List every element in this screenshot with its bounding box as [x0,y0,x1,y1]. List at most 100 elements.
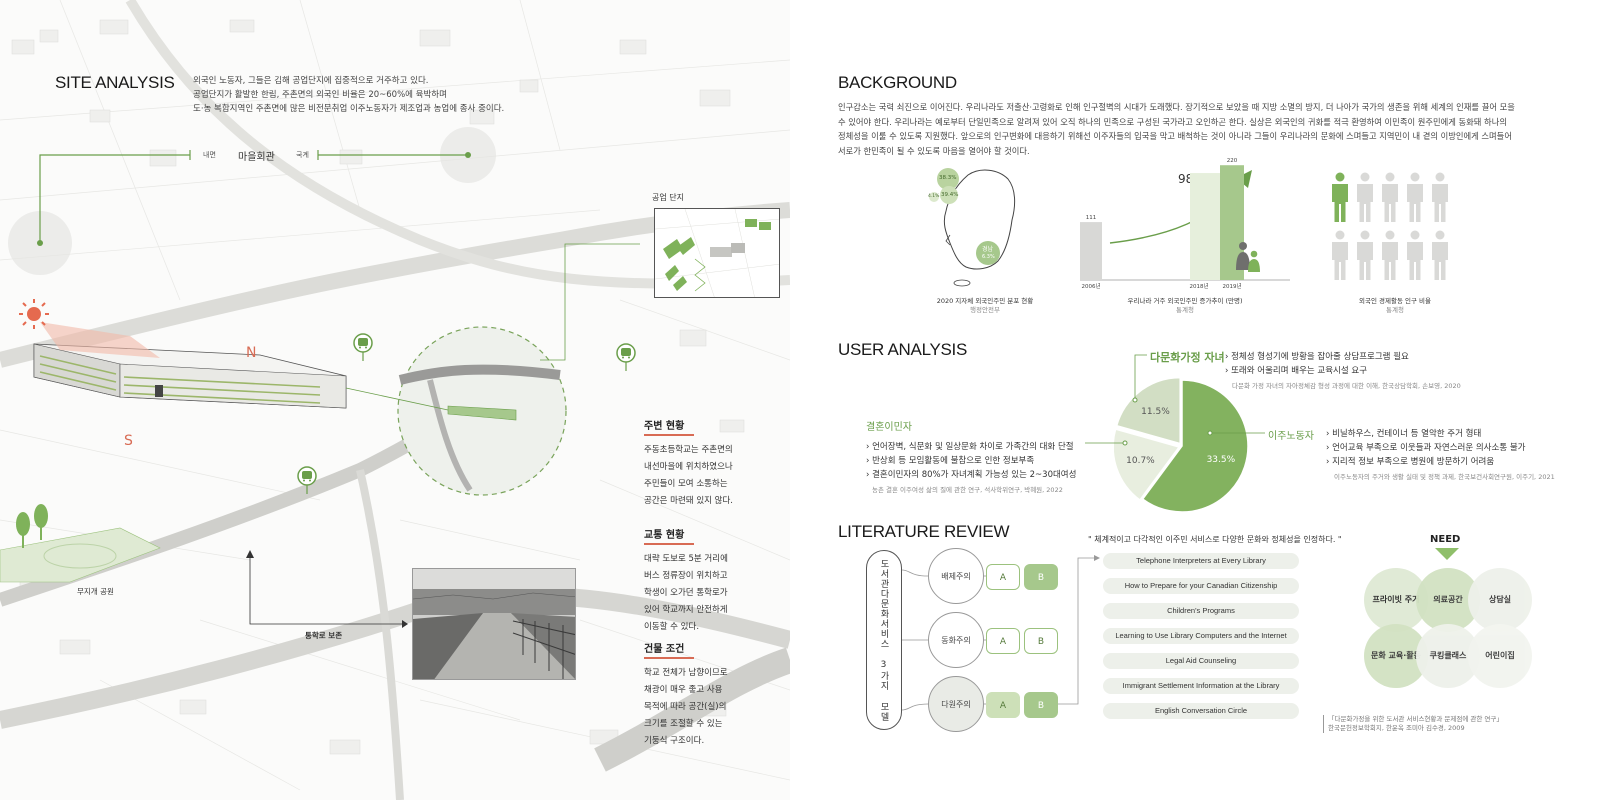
note-title: 주변 현황 [644,417,744,436]
model-b-box: B [1024,564,1058,590]
school-route-photo [412,568,576,680]
school-route-label: 통학로 보존 [305,631,343,640]
marriage-source: 농촌 결혼 이주여성 삶의 질에 관한 연구, 석사학위연구, 박혜원, 202… [872,486,1063,494]
pie-slice [1114,428,1181,502]
citation-line: 한국문헌정보학회지, 한윤옥 조미아 김수경, 2009 [1328,724,1465,732]
korea-map-chart: 38.3% 39.4% 4.1% 경남 6.3% [920,165,1050,290]
need-title: NEED [1430,534,1461,545]
point-text: 결혼이민자의 80%가 자녀계획 가능성 있는 2~30대여성 [872,470,1077,480]
children-source: 다문화 가정 자녀의 자아정체감 형성 과정에 대한 이해, 한국상담학회, 손… [1232,382,1461,390]
north-label: N [246,345,257,361]
note-line: 대략 도보로 5분 거리에 [644,554,728,564]
service-pill: Learning to Use Library Computers and th… [1103,628,1299,644]
growth-tick-label: 2019년 [1222,282,1241,290]
paragraph-line: 수 있어야 한다. 우리나라는 예로부터 단일민족으로 알려져 있어 오직 하나… [838,116,1507,127]
literature-title: LITERATURE REVIEW [838,522,1010,541]
worker-source: 이주노동자의 주거와 생활 실태 및 정책 과제, 한국보건사회연구원, 이주기… [1334,473,1555,481]
point-item: › 지리적 정보 부족으로 병원에 방문하기 어려움 [1326,457,1495,467]
model-b-box: B [1024,692,1058,718]
person-icon [1355,230,1375,286]
marriage-label: 결혼이민자 [866,422,912,433]
point-item: › 반상회 등 모임활동에 불참으로 인한 정보부족 [866,456,1035,466]
service-pill: How to Prepare for your Canadian Citizen… [1103,578,1299,594]
model-a-box: A [986,564,1020,590]
need-circle: 어린이집 [1468,624,1532,688]
paragraph-line: 정체성을 이룰 수 있도록 지원했다. 앞으로의 인구변화에 대응하기 위해선 … [838,131,1512,141]
children-label: 다문화가정 자녀 [1150,351,1225,364]
bus-stop-icon [296,465,318,499]
growth-tick-label: 2006년 [1081,282,1100,290]
service-pill: Legal Aid Counseling [1103,653,1299,669]
note-title: 교통 현황 [644,526,744,545]
user-analysis-title: USER ANALYSIS [838,340,968,359]
people-pictogram [1330,172,1460,282]
point-item: › 언어교육 부족으로 이웃들과 자연스러운 의사소통 불가 [1326,443,1526,453]
background-title: BACKGROUND [838,73,957,92]
literature-quote: " 체계적이고 다각적인 이주민 서비스로 다양한 문화와 정체성을 인정하다.… [1088,535,1342,544]
person-icon [1430,230,1450,286]
note-line: 이동할 수 있다. [644,622,700,632]
model-circle: 동화주의 [928,612,984,668]
person-icon [1405,230,1425,286]
service-pill: Children's Programs [1103,603,1299,619]
person-icon [1355,172,1375,228]
point-item: › 또래와 어울리며 배우는 교육시설 요구 [1225,366,1368,376]
growth-bar [1080,222,1102,280]
note-title: 건물 조건 [644,640,744,659]
traffic-note: 교통 현황 대략 도보로 5분 거리에 버스 정류장이 위치하고 학생이 오가던… [644,526,744,636]
point-item: › 결혼이민자의 80%가 자녀계획 가능성 있는 2~30대여성 [866,470,1077,480]
point-text: 정체성 형성기에 방황을 잡아줄 상담프로그램 필요 [1231,352,1409,362]
point-text: 비닐하우스, 컨테이너 등 열악한 주거 형태 [1332,429,1482,439]
service-pill: Immigrant Settlement Information at the … [1103,678,1299,694]
surroundings-note: 주변 현황 주동초등학교는 주촌면의 내선마을에 위치하였으나 주민들이 모여 … [644,417,744,510]
note-body: 학교 전체가 남향이므로 채광이 매우 좋고 사용 목적에 따라 공간(실)의 … [644,665,744,750]
model-a-box: A [986,692,1020,718]
growth-chart-caption: 우리나라 거주 외국인주민 증가추이 (만명) [1127,297,1243,305]
vertical-label: 도서관다문화서비스 3가지 모델 [878,558,889,722]
village-hall-label: 마을회관 [238,152,275,163]
model-b-box: B [1024,628,1058,654]
site-intro-line: 도·농 복합지역인 주촌면에 많은 비전문취업 이주노동자가 제조업과 농업에 … [193,104,505,114]
note-line: 있어 학교까지 안전하게 [644,605,728,615]
note-line: 목적에 따라 공간(실)의 [644,702,727,712]
person-icon [1430,172,1450,228]
bus-stop-icon [615,342,637,376]
pie-slice-label: 10.7% [1126,456,1155,466]
site-intro: 외국인 노동자, 그들은 김해 공업단지에 집중적으로 거주하고 있다. 공업단… [193,74,504,116]
people-chart-source: 통계청 [1386,306,1404,314]
growth-bar [1190,173,1220,280]
site-intro-line: 외국인 노동자, 그들은 김해 공업단지에 집중적으로 거주하고 있다. [193,76,429,86]
point-item: › 언어장벽, 식문화 및 일상문화 차이로 가족간의 대화 단절 [866,442,1074,452]
family-icon [1236,242,1260,272]
service-pill: English Conversation Circle [1103,703,1299,719]
map-label: 4.1% [928,194,940,199]
model-circle: 다원주의 [928,676,984,732]
note-line: 학생이 오가던 통학로가 [644,588,728,598]
people-chart-caption: 외국인 경제활동 인구 비율 [1359,297,1431,305]
site-analysis-title: SITE ANALYSIS [55,73,175,92]
pie-slice-label: 11.5% [1141,407,1170,417]
point-item: › 정체성 형성기에 방황을 잡아줄 상담프로그램 필요 [1225,352,1409,362]
growth-value-label: 111 [1086,215,1097,221]
person-icon [1380,172,1400,228]
map-label: 6.3% [982,254,995,260]
person-icon [1380,230,1400,286]
model-circle: 배제주의 [928,548,984,604]
note-line: 주동초등학교는 주촌면의 [644,445,733,455]
industrial-label: 공업 단지 [652,193,684,202]
note-line: 크기를 조절할 수 있는 [644,719,723,729]
site-map-drawing [0,0,790,800]
point-text: 반상회 등 모임활동에 불참으로 인한 정보부족 [872,456,1035,466]
need-triangle-icon [1435,548,1459,560]
person-icon [1330,230,1350,286]
person-icon [1405,172,1425,228]
south-label: S [124,433,133,449]
user-pie-chart: 33.5%10.7%11.5% [1114,378,1249,513]
road-label-left: 내면 [203,151,216,159]
background-paragraph: 인구감소는 국력 쇠진으로 이어진다. 우리나라도 저출산·고령화로 인해 인구… [838,100,1558,158]
note-line: 기둥식 구조이다. [644,736,705,746]
growth-tick-label: 2018년 [1189,282,1208,290]
growth-value-label: 220 [1227,158,1238,164]
note-line: 내선마을에 위치하였으나 [644,462,733,472]
note-line: 주민들이 모여 소통하는 [644,479,728,489]
